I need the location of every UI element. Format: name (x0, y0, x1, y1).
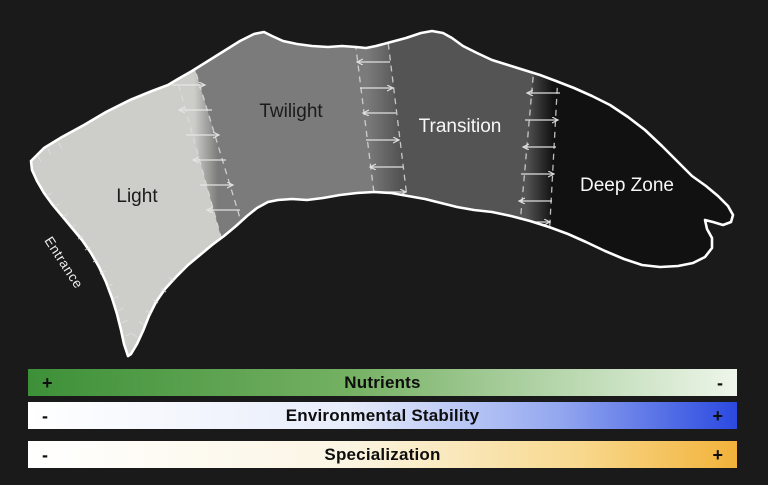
cave-outline (29, 29, 735, 358)
zone-label-twilight: Twilight (259, 101, 323, 122)
cave-map: Light Twilight Transition Deep Zone Entr… (29, 29, 735, 358)
bar-left-sign: + (42, 372, 53, 393)
gradient-bar-nutrients: + Nutrients - (28, 369, 737, 396)
bar-label-specialization: Specialization (324, 444, 441, 464)
zone-label-transition: Transition (419, 116, 502, 137)
bar-left-sign: - (42, 405, 48, 426)
entrance-wall-ticks (37, 142, 175, 338)
entrance-label: Entrance (41, 234, 86, 292)
gradient-bar-environmental-stability: - Environmental Stability + (28, 402, 737, 429)
zone-label-deep-zone: Deep Zone (580, 175, 674, 196)
bar-right-sign: + (712, 444, 723, 465)
zone-label-light: Light (116, 186, 158, 207)
bar-right-sign: + (712, 405, 723, 426)
bar-label-nutrients: Nutrients (344, 372, 421, 392)
gradient-bar-specialization: - Specialization + (28, 441, 737, 468)
bar-right-sign: - (717, 372, 723, 393)
bar-left-sign: - (42, 444, 48, 465)
bar-label-environmental-stability: Environmental Stability (285, 405, 480, 425)
